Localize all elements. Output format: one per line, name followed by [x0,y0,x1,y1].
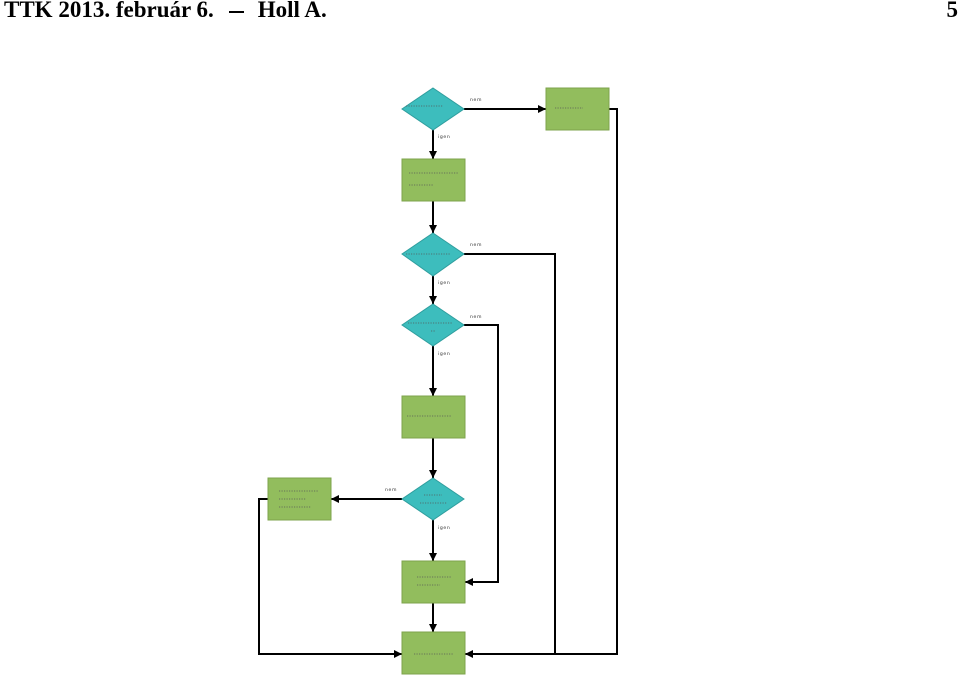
edge-label-d4-nem: nem [385,488,397,493]
edge-label-d1-igen: igen [438,134,450,140]
edge-label-d3-nem: nem [470,315,482,320]
decision-2 [401,232,465,277]
header-author: Holl A. [257,0,327,22]
process-top-right [545,87,610,131]
page-header-left: TTK 2013. február 6. Holl A. [4,0,327,25]
edge-d3-to-p3 [464,324,499,586]
edge-label-d2-igen: igen [438,280,450,286]
connectors [258,105,618,658]
edge-label-d2-nem: nem [470,243,482,248]
edge-p-top-right-to-end [465,108,618,658]
edge-label-d3-igen: igen [438,351,450,357]
header-dash [228,10,244,13]
header-title: TTK 2013. február 6. [4,0,214,22]
process-end [401,631,466,675]
process-2 [401,395,466,439]
process-1 [401,158,466,202]
illegible-captions [279,105,583,655]
edge-label-d4-igen: igen [438,525,450,531]
decision-1 [401,87,465,131]
edge-d2-to-end [464,253,556,654]
decision-3 [401,303,465,347]
decision-4 [401,477,465,521]
edge-p-left-to-end [258,498,402,658]
page-number: 5 [946,0,959,22]
edge-label-d1-nem: nem [470,98,482,103]
process-3 [401,560,466,604]
